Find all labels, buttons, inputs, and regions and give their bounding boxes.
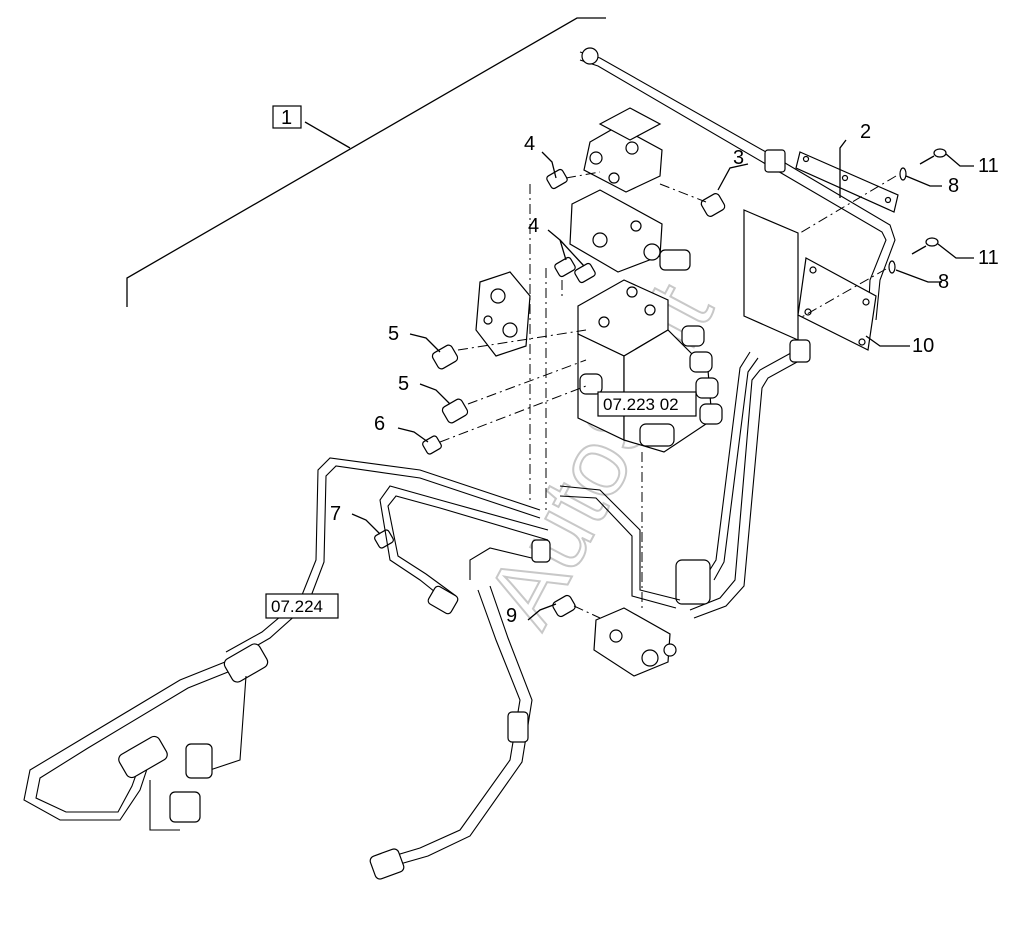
valve-section-left (475, 271, 531, 357)
callout-11-upper: 11 (978, 155, 999, 177)
callout-3: 3 (733, 147, 744, 169)
callout-7: 7 (330, 503, 341, 525)
callout-4-top: 4 (524, 133, 535, 155)
callout-11-lower: 11 (978, 247, 999, 269)
callout-5-upper: 5 (388, 323, 399, 345)
reference-label-valve: 07.223 02 (603, 395, 679, 414)
return-pipe-top (579, 47, 896, 321)
callout-4-middle: 4 (528, 215, 539, 237)
callout-6: 6 (374, 413, 385, 435)
callout-10: 10 (912, 335, 934, 357)
bracket-plate-2 (795, 151, 899, 213)
pipework-right (559, 339, 811, 619)
assembly-label: 1 (281, 107, 292, 129)
callout-9: 9 (506, 605, 517, 627)
reference-box-valve[interactable]: 07.223 02 (597, 391, 697, 417)
reference-box-hoses[interactable]: 07.224 (265, 593, 339, 619)
pipework-left (225, 457, 551, 661)
assembly-lines (439, 171, 707, 619)
valve-section-top (569, 107, 691, 273)
main-control-valve (577, 279, 723, 453)
assembly-bracket: 1 (126, 17, 606, 307)
callout-2: 2 (860, 121, 871, 143)
valve-section-bottom (593, 607, 677, 677)
bolts-and-washers (799, 148, 947, 319)
hose-assembly (23, 585, 533, 880)
mounting-plate-10 (743, 209, 877, 351)
callout-5-lower: 5 (398, 373, 409, 395)
callout-8-upper: 8 (948, 175, 959, 197)
plugs (374, 168, 726, 618)
reference-label-hoses: 07.224 (271, 597, 323, 616)
callout-leaders (351, 139, 974, 621)
callout-numbers: 2 3 4 4 5 5 6 7 8 8 9 10 11 11 (330, 121, 999, 627)
callout-8-lower: 8 (938, 271, 949, 293)
